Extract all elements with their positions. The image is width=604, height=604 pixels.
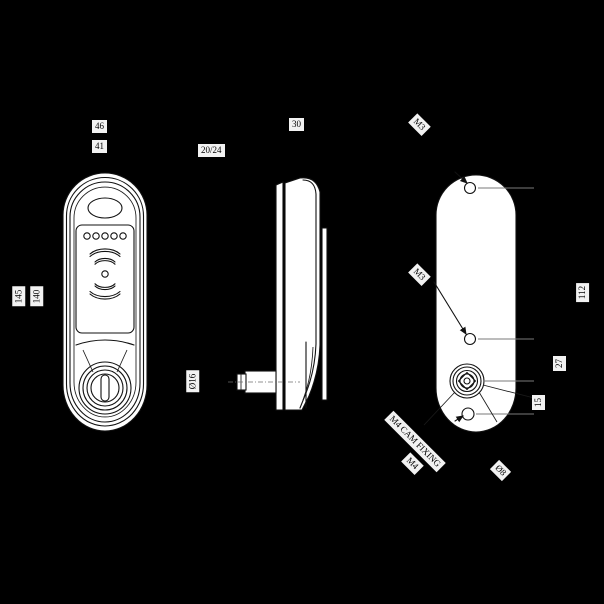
dimension-front-width-inner: 41 — [92, 140, 107, 153]
side-view — [228, 177, 328, 411]
dimension-rear-offset-15: 15 — [532, 395, 545, 410]
dimension-side-depth: 30 — [289, 118, 304, 131]
front-view — [62, 172, 148, 432]
hole-lower — [461, 407, 475, 421]
dimension-rear-height: 112 — [576, 282, 590, 303]
dimension-shaft-diameter: Ø16 — [186, 370, 200, 393]
dimension-side-thickness: 20/24 — [198, 144, 225, 157]
key-cylinder — [78, 361, 132, 415]
led-indicator-row — [83, 232, 127, 240]
screw-hole-middle — [463, 332, 477, 346]
rear-view — [423, 171, 535, 433]
dimension-front-width-outer: 46 — [92, 120, 107, 133]
screw-hole-top — [463, 181, 477, 195]
rfid-wave-icon — [89, 248, 121, 300]
dimension-rear-offset-27: 27 — [553, 356, 566, 371]
dimension-front-height-inner: 140 — [30, 286, 44, 307]
dimension-front-height-outer: 145 — [12, 286, 26, 307]
